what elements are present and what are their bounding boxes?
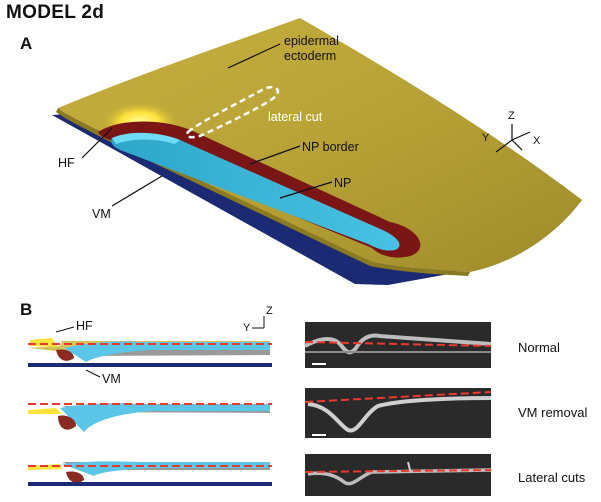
label-b-hf: HF: [76, 319, 93, 333]
axis-b-y-label: Y: [243, 322, 251, 334]
panel-b-letter: B: [20, 300, 33, 319]
axis-z-label: Z: [508, 110, 515, 122]
lateral-cut-outline: [185, 85, 279, 139]
condition-label-lateral-cuts: Lateral cuts: [518, 470, 586, 485]
axis-b-z-label: Z: [266, 305, 273, 317]
label-epidermal: epidermal: [284, 34, 339, 48]
condition-label-normal: Normal: [518, 340, 560, 355]
label-np: NP: [334, 176, 352, 190]
label-ectoderm: ectoderm: [284, 49, 337, 63]
label-np-border: NP border: [302, 140, 359, 154]
section-model-vm-removal: [28, 403, 272, 432]
label-vm: VM: [92, 207, 111, 221]
micrograph-lateral-cuts: [304, 454, 492, 496]
np-plate: [111, 132, 400, 251]
label-lateral-cut: lateral cut: [268, 110, 323, 124]
axis-x-label: X: [533, 135, 541, 147]
micrograph-normal: [304, 322, 492, 368]
micrograph-vm-removal: [304, 388, 492, 438]
section-model-normal: [28, 338, 272, 367]
axis-y-label: Y: [482, 132, 490, 144]
label-hf: HF: [58, 156, 75, 170]
axis-3d-icon: [495, 124, 531, 153]
panel-a-letter: A: [20, 34, 33, 53]
condition-label-vm-removal: VM removal: [518, 405, 588, 420]
label-b-vm: VM: [102, 372, 121, 386]
ectoderm-sheet: [58, 18, 582, 272]
figure-title: MODEL 2d: [6, 2, 105, 23]
axis-2d-icon: [252, 316, 265, 329]
section-model-lateral-cuts: [28, 461, 272, 486]
